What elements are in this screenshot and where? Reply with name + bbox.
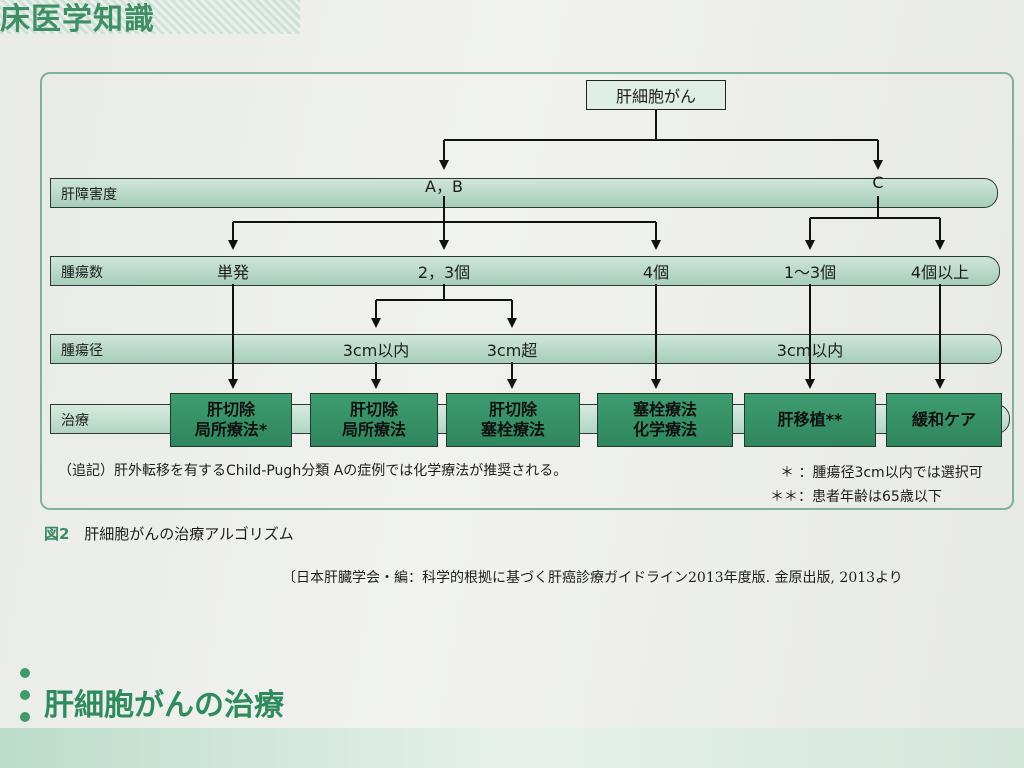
diagram-frame <box>40 72 1014 510</box>
treatment-5-line1: 肝移植** <box>777 410 843 429</box>
header-text: 床医学知識 <box>0 2 155 37</box>
treatment-box-6: 緩和ケア <box>886 393 1002 447</box>
section-bar <box>0 728 1024 768</box>
figure-number: 図2 <box>44 525 70 543</box>
treatment-1-line1: 肝切除 <box>206 400 255 419</box>
band-label-count: 腫瘍数 <box>61 265 103 281</box>
treatment-4-line1: 塞栓療法 <box>632 400 697 419</box>
treatment-box-4: 塞栓療法化学療法 <box>597 393 733 447</box>
count-one-three-label: 1～3個 <box>783 263 837 282</box>
note-star2: ＊＊：患者年齢は65歳以下 <box>770 489 942 505</box>
treatment-3-line2: 塞栓療法 <box>480 420 545 439</box>
band-label-treatment: 治療 <box>61 413 89 429</box>
bullet-dot-1 <box>20 668 30 678</box>
liver-c-label: C <box>872 173 884 192</box>
note-addendum: （追記）肝外転移を有するChild-Pugh分類 Aの症例では化学療法が推奨され… <box>58 463 568 479</box>
count-four-plus-label: 4個以上 <box>910 263 970 282</box>
treatment-box-1: 肝切除局所療法* <box>170 393 292 447</box>
treatment-2-line1: 肝切除 <box>349 400 398 419</box>
root-node: 肝細胞がん <box>586 80 726 110</box>
treatment-6-line1: 緩和ケア <box>911 410 976 429</box>
count-single-label: 単発 <box>216 263 250 282</box>
band-tumor-count: 腫瘍数 <box>50 256 1000 286</box>
size-within3-right-label: 3cm以内 <box>776 341 844 360</box>
treatment-2-line2: 局所療法 <box>341 420 406 439</box>
treatment-box-3: 肝切除塞栓療法 <box>446 393 580 447</box>
treatment-box-2: 肝切除局所療法 <box>310 393 438 447</box>
band-tumor-size: 腫瘍径 <box>50 334 1002 364</box>
band-liver-damage: 肝障害度 <box>50 178 998 208</box>
size-within3-left-label: 3cm以内 <box>342 341 410 360</box>
band-label-size: 腫瘍径 <box>61 343 103 359</box>
figure-source: 〔日本肝臓学会・編：科学的根拠に基づく肝癌診療ガイドライン2013年度版. 金原… <box>282 570 903 586</box>
count-four-label: 4個 <box>642 263 670 282</box>
treatment-4-line2: 化学療法 <box>632 420 697 439</box>
size-over3-label: 3cm超 <box>486 341 538 360</box>
header-strip: 床医学知識 <box>0 0 300 37</box>
treatment-box-5: 肝移植** <box>744 393 876 447</box>
figure-caption: 図2 肝細胞がんの治療アルゴリズム <box>44 523 294 544</box>
section-title: 肝細胞がんの治療 <box>44 688 284 723</box>
count-two-three-label: 2，3個 <box>417 263 471 282</box>
band-label-liver: 肝障害度 <box>61 187 117 203</box>
treatment-3-line1: 肝切除 <box>488 400 537 419</box>
figure-title: 肝細胞がんの治療アルゴリズム <box>84 525 294 543</box>
bullet-dot-2 <box>20 690 30 700</box>
treatment-1-line2: 局所療法* <box>194 420 268 439</box>
bullet-dot-3 <box>20 712 30 722</box>
liver-ab-label: A，B <box>425 177 463 196</box>
note-star1: ＊ ：腫瘍径3cm以内では選択可 <box>780 465 983 481</box>
